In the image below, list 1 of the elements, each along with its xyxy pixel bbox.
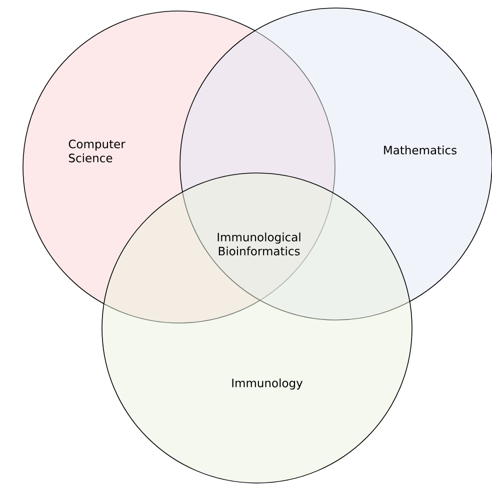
overlap-label: Immunological Bioinformatics (218, 232, 300, 256)
